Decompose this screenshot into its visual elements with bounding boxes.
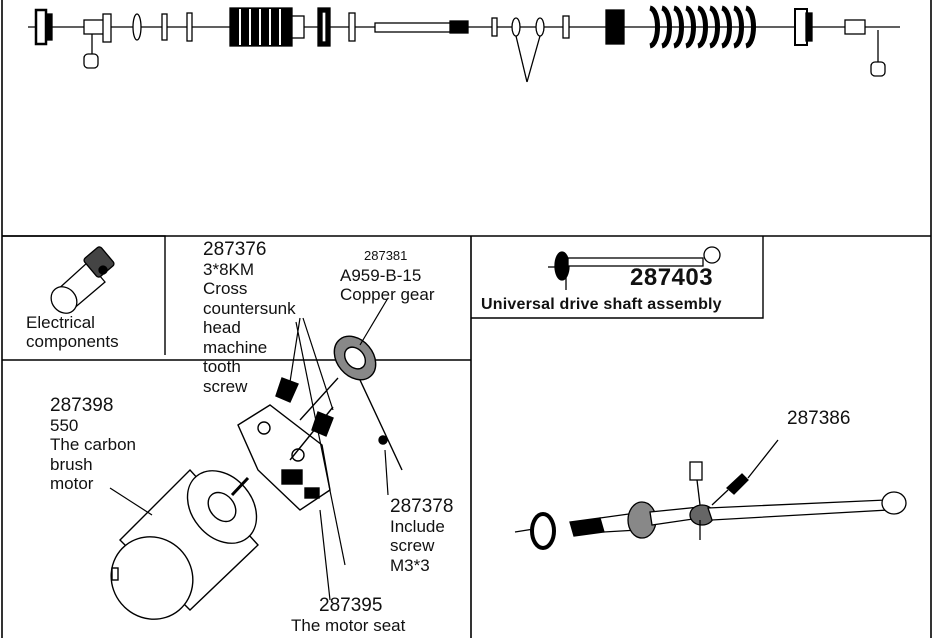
screw-callout: 287376 3*8KM Cross countersunk head mach…	[203, 240, 296, 396]
drive-shaft-box-outline	[471, 236, 764, 319]
drive-shaft-part-number: 287403	[630, 264, 714, 291]
cup-part-number: 287386	[787, 408, 851, 429]
motor-seat-part-number: 287395	[319, 595, 383, 616]
screw-desc-line: head	[203, 318, 241, 337]
gear-part-number: 287381	[364, 248, 408, 263]
include-screw-part-number: 287378	[390, 496, 454, 517]
screw-desc-line: Cross	[203, 279, 248, 298]
include-screw-desc-line: screw	[390, 536, 435, 555]
motor-desc-line: The carbon	[50, 435, 136, 454]
motor-desc-line: 550	[50, 415, 79, 435]
motor-assembly-drawing	[110, 335, 403, 620]
gear-desc-line: Copper gear	[340, 285, 435, 304]
motor-desc-line: brush	[50, 454, 93, 474]
screw-desc-line: countersunk	[203, 298, 296, 318]
motor-seat-desc-line: The motor seat	[291, 615, 406, 635]
top-exploded-assembly	[28, 5, 900, 83]
motor-callout-leaders	[109, 297, 389, 601]
electrical-line-2: components	[26, 332, 119, 351]
screw-desc-line: 3*8KM	[203, 259, 255, 279]
screw-part-number: 287376	[203, 239, 267, 260]
electrical-motor-thumbnail	[50, 246, 115, 314]
drive-shaft-exploded	[514, 439, 907, 550]
motor-desc-line: motor	[50, 474, 94, 493]
gear-callout: 287381 A959-B-15 Copper gear	[340, 246, 435, 305]
include-screw-callout: 287378 Include screw M3*3	[390, 497, 453, 575]
include-screw-desc-line: Include	[390, 516, 445, 536]
screw-desc-line: machine	[203, 337, 268, 357]
motor-callout: 287398 550 The carbon brush motor	[50, 396, 136, 494]
motor-part-number: 287398	[50, 395, 114, 416]
electrical-box-outline	[2, 235, 166, 355]
screw-desc-line: screw	[203, 376, 248, 396]
screw-desc-line: tooth	[203, 357, 241, 376]
drive-shaft-thumbnail	[548, 246, 721, 290]
motor-seat-callout: 287395 The motor seat	[291, 596, 405, 635]
gear-desc-line: A959-B-15	[340, 265, 422, 285]
drive-shaft-caption: Universal drive shaft assembly	[481, 296, 722, 313]
electrical-components-label: Electrical components	[26, 313, 119, 351]
include-screw-desc-line: M3*3	[390, 555, 430, 575]
electrical-line-1: Electrical	[26, 313, 95, 332]
